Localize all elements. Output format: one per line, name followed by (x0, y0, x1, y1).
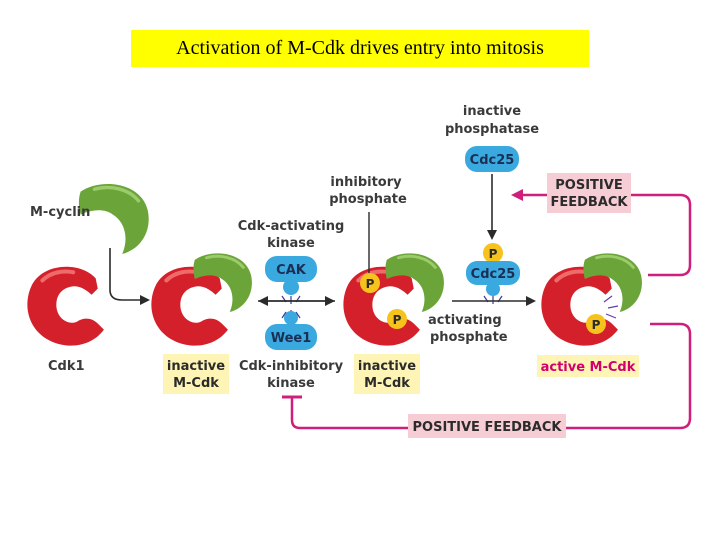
inhibitory-phosphate (360, 273, 380, 293)
page-title: Activation of M-Cdk drives entry into mi… (131, 30, 589, 67)
inactive-phosphatase-label-1: inactive (463, 104, 521, 119)
active-mcdk-label-box (537, 355, 639, 377)
activating-phosphate-stage2 (387, 309, 407, 329)
inactive-mcdk-2-label-a: inactive (358, 359, 416, 374)
activating-phosphate-stage2-p: P (393, 313, 402, 327)
cdk-inhibitory-kinase-label-1: Cdk-inhibitory (239, 359, 344, 374)
cak-label: CAK (276, 263, 307, 278)
positive-feedback-top-loop (511, 189, 692, 277)
inactive-mcdk-1-label-a: inactive (167, 359, 225, 374)
wee1-label: Wee1 (271, 331, 312, 346)
inactive-mcdk-2 (343, 251, 446, 345)
positive-feedback-top-box (547, 173, 631, 213)
inactive-mcdk-2-label-b: M-Cdk (364, 376, 410, 391)
activating-phosphate-active (586, 314, 606, 334)
cdc25-active-label: Cdc25 (471, 267, 516, 282)
inactive-mcdk-1-label-b: M-Cdk (173, 376, 219, 391)
positive-feedback-top-label-2: FEEDBACK (550, 195, 628, 210)
cdc25-phosphate (483, 243, 503, 263)
positive-feedback-bottom-loop (290, 322, 692, 430)
cdc25-phosphate-p: P (489, 247, 498, 261)
activating-phosphate-label-2: phosphate (430, 330, 508, 345)
active-mcdk-label: active M-Cdk (541, 360, 636, 375)
cdk1-label: Cdk1 (48, 359, 85, 374)
cdc25-inactive (465, 146, 519, 172)
inactive-mcdk-2-label-box (354, 354, 420, 394)
cdk-inhibitory-kinase-label-2: kinase (267, 376, 315, 391)
cdc25-inactive-label: Cdc25 (470, 153, 515, 168)
cdk1-free (27, 267, 103, 346)
positive-feedback-bottom-label: POSITIVE FEEDBACK (413, 420, 563, 435)
activating-phosphate-active-p: P (592, 318, 601, 332)
positive-feedback-top-label-1: POSITIVE (555, 178, 622, 193)
cdc25-active (466, 261, 520, 304)
binding-arrow (109, 248, 150, 305)
activating-phosphate-label-1: activating (428, 313, 502, 328)
cdk-activating-kinase-label-1: Cdk-activating (238, 219, 345, 234)
inhibitory-phosphate-label-2: phosphate (329, 192, 407, 207)
inactive-mcdk-1 (151, 251, 254, 345)
wee1-enzyme (265, 310, 317, 350)
m-cyclin-label: M-cyclin (30, 205, 90, 220)
inactive-mcdk-1-label-box (163, 354, 229, 394)
inhibitory-phosphate-p: P (366, 277, 375, 291)
active-mcdk (541, 251, 644, 345)
inactive-phosphatase-label-2: phosphatase (445, 122, 539, 137)
inhibitory-phosphate-label-1: inhibitory (330, 175, 402, 190)
cdk-activating-kinase-label-2: kinase (267, 236, 315, 251)
positive-feedback-bottom-box (408, 414, 566, 438)
